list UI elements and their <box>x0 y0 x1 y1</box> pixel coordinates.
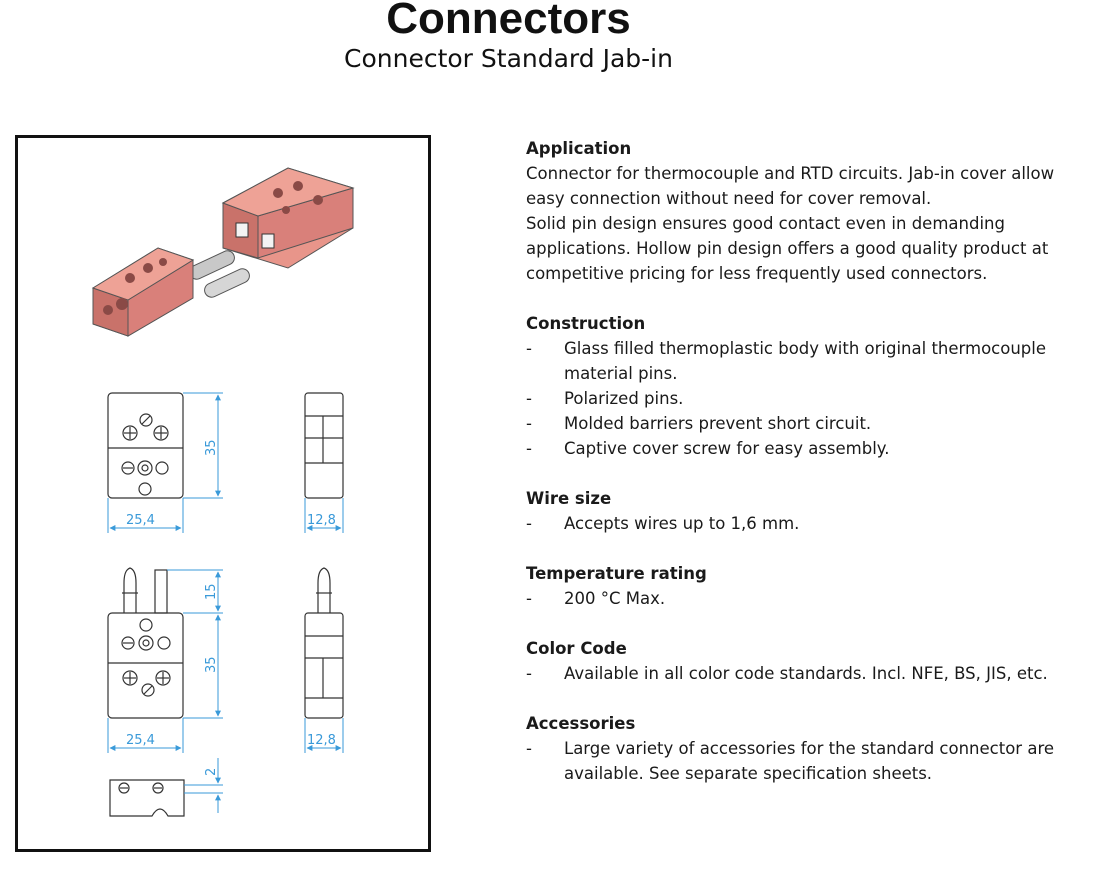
list-item: - Large variety of accessories for the st… <box>526 736 1086 786</box>
female-connector-3d-image <box>221 167 355 269</box>
female-side-view-drawing <box>304 392 344 499</box>
list-item: - Captive cover screw for easy assembly. <box>526 436 1086 461</box>
male-side-dimensions <box>304 718 344 753</box>
male-front-view-drawing <box>107 567 184 719</box>
dim-male-pin: 15 <box>204 583 219 600</box>
female-dimensions <box>107 392 223 533</box>
dim-male-height: 35 <box>204 656 219 673</box>
bullet-marker: - <box>526 589 532 608</box>
list-item: - 200 °C Max. <box>526 586 1086 611</box>
bullet-marker: - <box>526 514 532 533</box>
section-application: Application Connector for thermocouple a… <box>526 136 1086 286</box>
list-item-text: Available in all color code standards. I… <box>564 664 1048 683</box>
section-heading: Wire size <box>526 489 612 508</box>
female-front-view-drawing <box>107 392 184 499</box>
male-connector-3d-image <box>91 247 250 337</box>
section-wire-size: Wire size - Accepts wires up to 1,6 mm. <box>526 486 1086 536</box>
section-heading: Temperature rating <box>526 564 707 583</box>
list-item-text: Captive cover screw for easy assembly. <box>564 439 890 458</box>
list-item: - Molded barriers prevent short circuit. <box>526 411 1086 436</box>
dim-female-depth: 12,8 <box>307 513 336 528</box>
page-title: Connectors <box>386 0 631 43</box>
male-dimensions <box>107 569 223 753</box>
list-item-text: 200 °C Max. <box>564 589 666 608</box>
list-item-text: Accepts wires up to 1,6 mm. <box>564 514 800 533</box>
female-side-dimensions <box>304 498 344 533</box>
section-heading: Accessories <box>526 714 636 733</box>
dim-female-height: 35 <box>204 439 219 456</box>
section-color-code: Color Code - Available in all color code … <box>526 636 1086 686</box>
bullet-marker: - <box>526 739 532 758</box>
technical-drawing: 25,4 35 12,8 <box>91 167 355 817</box>
dim-bottom-offset: 2 <box>204 768 219 776</box>
bottom-view-drawing <box>109 779 185 817</box>
section-heading: Application <box>526 139 632 158</box>
list-item: - Available in all color code standards. … <box>526 661 1086 686</box>
technical-drawing-frame: 25,4 35 12,8 <box>15 135 431 852</box>
list-item-text: Molded barriers prevent short circuit. <box>564 414 872 433</box>
bullet-marker: - <box>526 339 532 358</box>
male-side-view-drawing <box>304 567 344 719</box>
dim-female-width: 25,4 <box>126 513 155 528</box>
section-heading: Color Code <box>526 639 627 658</box>
section-construction: Construction - Glass filled thermoplastic… <box>526 311 1086 461</box>
list-item-text: Large variety of accessories for the sta… <box>564 739 1055 783</box>
section-paragraph: Connector for thermocouple and RTD circu… <box>526 164 1055 208</box>
list-item-text: Polarized pins. <box>564 389 684 408</box>
dim-male-width: 25,4 <box>126 733 155 748</box>
section-paragraph: Solid pin design ensures good contact ev… <box>526 214 1049 283</box>
list-item: - Accepts wires up to 1,6 mm. <box>526 511 1086 536</box>
dim-male-depth: 12,8 <box>307 733 336 748</box>
bottom-dimensions <box>184 758 223 813</box>
page-subtitle: Connector Standard Jab-in <box>344 44 673 73</box>
list-item: - Polarized pins. <box>526 386 1086 411</box>
bullet-marker: - <box>526 414 532 433</box>
list-item: - Glass filled thermoplastic body with or… <box>526 336 1086 386</box>
section-accessories: Accessories - Large variety of accessorie… <box>526 711 1086 786</box>
bullet-marker: - <box>526 439 532 458</box>
bullet-marker: - <box>526 664 532 683</box>
list-item-text: Glass filled thermoplastic body with ori… <box>564 339 1047 383</box>
bullet-marker: - <box>526 389 532 408</box>
spec-content: Application Connector for thermocouple a… <box>526 136 1086 811</box>
section-temperature-rating: Temperature rating - 200 °C Max. <box>526 561 1086 611</box>
section-heading: Construction <box>526 314 646 333</box>
